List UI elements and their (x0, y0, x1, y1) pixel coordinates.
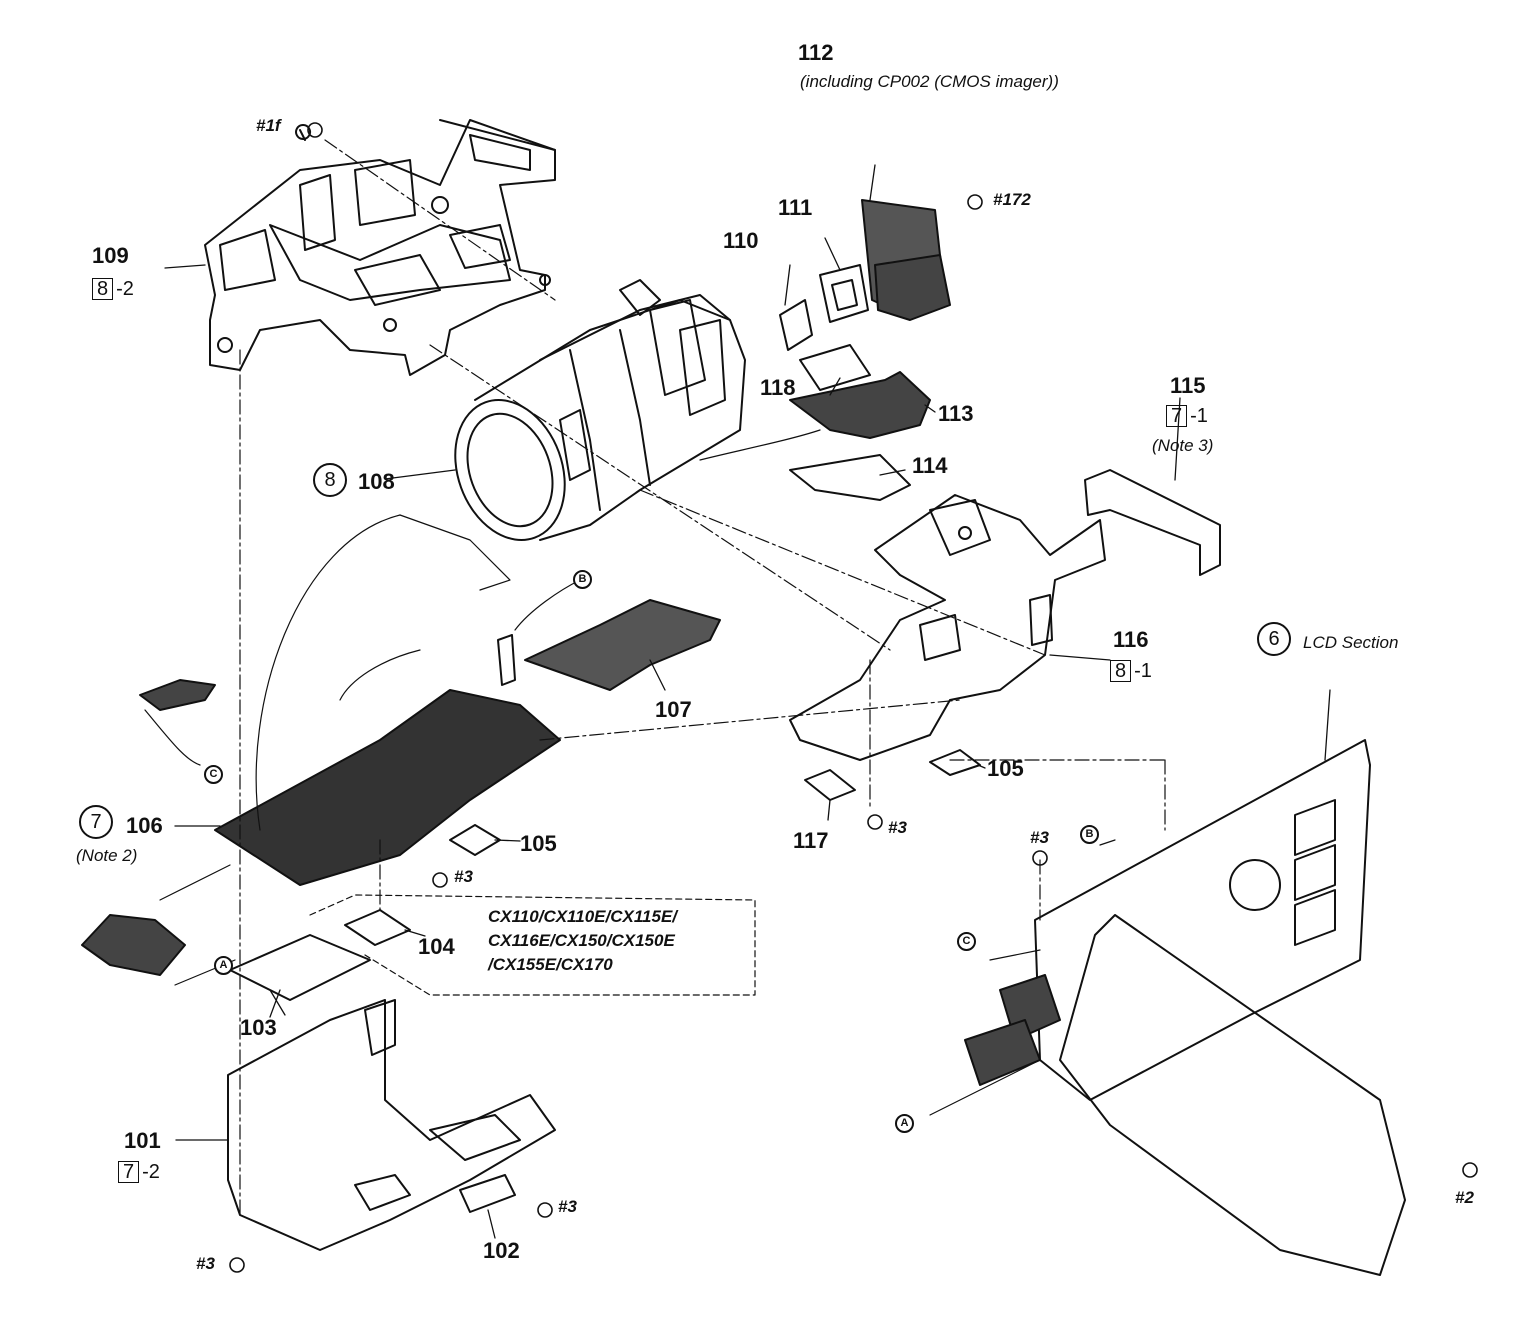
part-label-102: 102 (483, 1238, 520, 1263)
part-label-111: 111 (778, 195, 813, 220)
part-114 (789, 454, 911, 501)
lcd-section-label: LCD Section (1303, 633, 1399, 652)
connector-a-right: A (895, 1114, 914, 1133)
part-116-frame (789, 494, 1106, 761)
lcd-section (964, 739, 1406, 1276)
model-line-2: CX116E/CX150/CX150E (488, 931, 675, 950)
cable-curves (144, 429, 1116, 1116)
note-3: (Note 3) (1152, 436, 1214, 455)
connector-b-right: B (1080, 825, 1099, 844)
section-marker-8: 8 (313, 463, 347, 497)
part-ref-115: 7-1 (1166, 405, 1208, 428)
section-marker-6: 6 (1257, 622, 1291, 656)
flex-cable-lower-left (81, 914, 186, 976)
screw-label-3-lcd: #3 (1030, 828, 1049, 847)
part-label-113: 113 (938, 401, 974, 426)
part-label-104: 104 (418, 934, 455, 959)
note-2: (Note 2) (76, 846, 138, 865)
part-108-lens-block (454, 279, 746, 541)
ref-suffix-101: -2 (142, 1161, 160, 1183)
part-label-117: 117 (793, 828, 829, 853)
section-marker-7: 7 (79, 805, 113, 839)
part-105-pad-left (449, 824, 501, 856)
part-ref-101: 7-2 (118, 1161, 160, 1184)
screw-label-172: #172 (993, 190, 1031, 209)
part-115-bracket (1084, 469, 1221, 576)
screw-label-1f: #1f (256, 116, 281, 135)
part-label-108: 108 (358, 469, 395, 494)
part-label-118: 118 (760, 375, 796, 400)
part-105-pad-right (929, 749, 981, 776)
part-label-105-right: 105 (987, 756, 1024, 781)
model-group-box (309, 894, 756, 996)
part-111 (819, 264, 869, 323)
part-label-115: 115 (1170, 373, 1206, 398)
connector-b-top: B (573, 570, 592, 589)
connector-c-left: C (204, 765, 223, 784)
part-118 (799, 344, 871, 391)
leader-lines (164, 164, 1331, 1239)
ref-box-109: 8 (92, 278, 114, 300)
part-112-cmos-board (861, 199, 951, 321)
connector-c-right: C (957, 932, 976, 951)
part-note-112: (including CP002 (CMOS imager)) (800, 72, 1059, 91)
part-106-main-board (214, 634, 561, 886)
part-label-109: 109 (92, 243, 129, 268)
flex-cable-upper-left (139, 679, 216, 711)
connector-a-left: A (214, 956, 233, 975)
part-113-flex (789, 371, 931, 439)
part-104 (344, 909, 411, 946)
ref-suffix-109: -2 (116, 278, 134, 300)
part-label-101: 101 (124, 1128, 161, 1153)
ref-suffix-115: -1 (1190, 405, 1208, 427)
screw-label-3-board: #3 (454, 867, 473, 886)
part-label-106: 106 (126, 813, 163, 838)
part-label-116: 116 (1113, 627, 1149, 652)
part-109-frame (204, 119, 556, 376)
model-line-1: CX110/CX110E/CX115E/ (488, 907, 678, 926)
screw-icons (229, 122, 1478, 1273)
ref-box-101: 7 (118, 1161, 140, 1183)
part-103 (229, 934, 371, 1001)
screw-label-3-bottom-right: #3 (558, 1197, 577, 1216)
screw-label-3-bottom-left: #3 (196, 1254, 215, 1273)
ref-suffix-116: -1 (1134, 660, 1152, 682)
part-label-107: 107 (655, 697, 692, 722)
screw-label-2: #2 (1455, 1188, 1474, 1207)
part-label-114: 114 (912, 453, 948, 478)
part-label-105-left: 105 (520, 831, 557, 856)
dash-lines (239, 139, 1166, 1216)
part-102 (459, 1174, 516, 1213)
part-117 (804, 769, 856, 801)
part-101-lower-cabinet (227, 999, 556, 1251)
part-ref-116: 8-1 (1110, 660, 1152, 683)
part-label-110: 110 (723, 228, 759, 253)
model-list: CX110/CX110E/CX115E/ CX116E/CX150/CX150E… (488, 905, 677, 977)
part-label-112: 112 (798, 40, 834, 65)
part-ref-109: 8-2 (92, 278, 134, 301)
part-110 (779, 299, 813, 351)
part-label-103: 103 (240, 1015, 277, 1040)
part-107-flex (524, 599, 721, 691)
model-line-3: /CX155E/CX170 (488, 955, 613, 974)
screw-label-3-mid: #3 (888, 818, 907, 837)
ref-box-115: 7 (1166, 405, 1188, 427)
ref-box-116: 8 (1110, 660, 1132, 682)
